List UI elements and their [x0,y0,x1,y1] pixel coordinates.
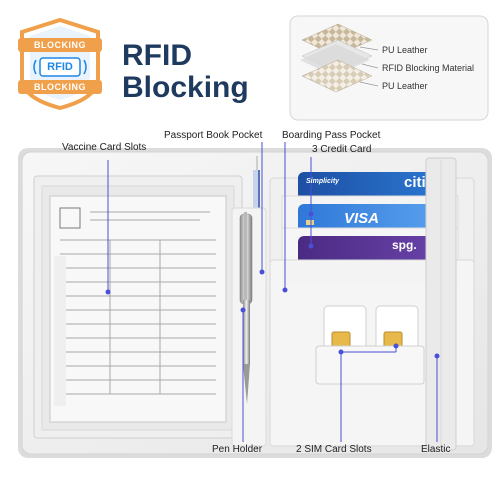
card1-brand-text: Simplicity [306,178,340,185]
callout-elastic: Elastic [421,444,451,455]
badge-bottom-text: BLOCKING [34,82,86,92]
callout-lines [105,142,440,442]
card3-logo-text: spg. [392,238,417,252]
legend-label-top: PU Leather [382,45,428,55]
signal-right-icon [83,59,87,75]
callout-credit-cards: 3 Credit Card [312,144,372,155]
card1-logo-text: citi [404,174,426,191]
legend-label-bottom: PU Leather [382,81,428,91]
material-legend-box [289,15,489,121]
badge-top-text: BLOCKING [34,40,86,50]
wallet-body [18,148,492,458]
legend-label-middle: RFID Blocking Material [382,63,475,73]
signal-left-icon [33,59,37,75]
callout-vaccine-card-slots: Vaccine Card Slots [62,142,147,153]
card2-logo-text: VISA [344,210,380,227]
callout-sim-card-slots: 2 SIM Card Slots [296,444,372,455]
callout-pen-holder: Pen Holder [212,444,263,455]
callout-boarding-pass-pocket: Boarding Pass Pocket [282,130,381,141]
badge-center-text: RFID [47,61,73,73]
headline-line1: RFID [122,39,192,72]
callout-passport-book-pocket: Passport Book Pocket [164,130,263,141]
rfid-badge [18,17,102,111]
pen [239,212,253,404]
headline-line2: Blocking [122,71,249,104]
